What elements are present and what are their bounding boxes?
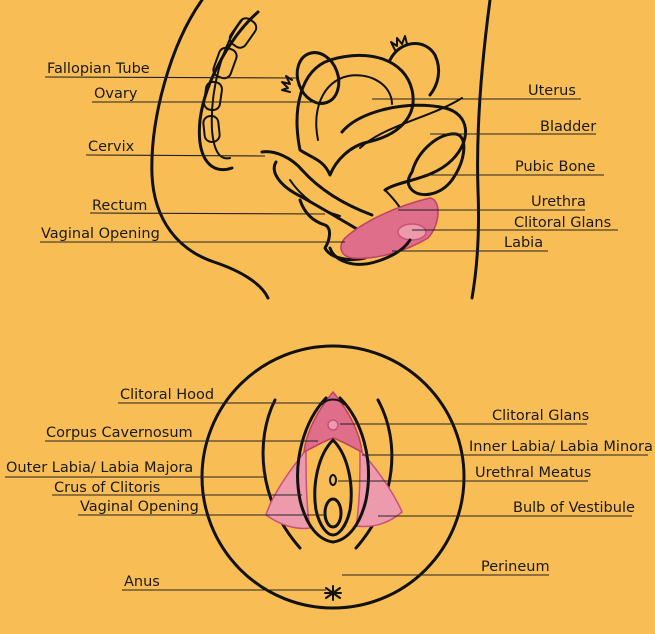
body-front-outline — [470, 0, 492, 300]
fimbriae-left — [281, 75, 293, 93]
vaginal-canal-lower — [272, 160, 364, 234]
anus-mark — [324, 585, 342, 601]
label-vaginal-opening-side: Vaginal Opening — [41, 226, 160, 242]
vaginal-canal-upper — [260, 150, 374, 217]
label-clitoral-glans-front: Clitoral Glans — [492, 408, 589, 424]
fimbriae-right — [390, 35, 408, 51]
clitoral-glans-front — [327, 419, 339, 431]
bladder-wall — [359, 97, 463, 149]
leader-fallopian-tube — [44, 76, 297, 79]
clitoris-shape — [340, 197, 439, 260]
spine-outline — [197, 10, 260, 172]
label-perineum: Perineum — [481, 559, 550, 575]
fallopian-tube-right — [388, 42, 441, 97]
label-bladder: Bladder — [540, 119, 596, 135]
rectum-inner — [289, 179, 341, 217]
label-clitoral-glans-side: Clitoral Glans — [514, 215, 611, 231]
label-outer-labia: Outer Labia/ Labia Majora — [6, 460, 193, 476]
vertebra-3 — [203, 80, 223, 112]
vaginal-opening-shape — [323, 497, 343, 529]
uterus-shape — [295, 53, 415, 177]
inner-labia-right — [331, 396, 370, 544]
front-view-leaders — [5, 402, 648, 591]
body-back-outline — [150, 0, 270, 300]
label-fallopian-tube: Fallopian Tube — [47, 61, 150, 77]
label-bulb-of-vestibule: Bulb of Vestibule — [513, 500, 635, 516]
vertebra-2 — [212, 46, 238, 80]
ovary-left — [295, 51, 341, 105]
side-view-illustration — [150, 0, 492, 300]
front-view-illustration — [200, 344, 466, 610]
label-corpus-cavernosum: Corpus Cavernosum — [46, 425, 193, 441]
vertebra-4 — [202, 114, 221, 143]
label-inner-labia: Inner Labia/ Labia Minora — [469, 439, 653, 455]
label-labia: Labia — [504, 235, 543, 251]
label-anus: Anus — [124, 574, 160, 590]
vestibule-outline — [313, 438, 353, 537]
bulb-vestibule-right — [355, 448, 403, 528]
uterus-inner — [315, 74, 393, 141]
label-urethral-meatus: Urethral Meatus — [475, 465, 591, 481]
front-view-labels: Clitoral Hood Corpus Cavernosum Outer La… — [6, 387, 653, 590]
label-cervix: Cervix — [88, 139, 135, 155]
leader-rectum — [89, 212, 326, 215]
clitoral-glans-side — [397, 223, 427, 241]
label-clitoral-hood: Clitoral Hood — [120, 387, 214, 403]
label-crus-of-clitoris: Crus of Clitoris — [54, 480, 160, 496]
outer-labia-right — [354, 398, 394, 550]
label-uterus: Uterus — [528, 83, 576, 99]
vertebrae-inner — [210, 19, 243, 160]
side-view-leaders — [40, 76, 618, 252]
vertebra-1 — [228, 17, 258, 49]
label-urethra: Urethra — [531, 194, 586, 210]
urethral-meatus-shape — [329, 474, 337, 486]
label-pubic-bone: Pubic Bone — [515, 159, 596, 175]
bladder-shape — [340, 103, 468, 192]
leader-cervix — [85, 154, 266, 157]
labia-side — [328, 238, 412, 266]
bulb-vestibule-left — [265, 447, 311, 530]
label-rectum: Rectum — [92, 198, 147, 214]
label-ovary: Ovary — [94, 86, 138, 102]
side-view-labels: Fallopian Tube Ovary Cervix Rectum Vagin… — [41, 61, 611, 251]
label-vaginal-opening-front: Vaginal Opening — [80, 499, 199, 515]
pubic-bone-shape — [406, 132, 466, 197]
outer-labia-left — [261, 398, 302, 550]
